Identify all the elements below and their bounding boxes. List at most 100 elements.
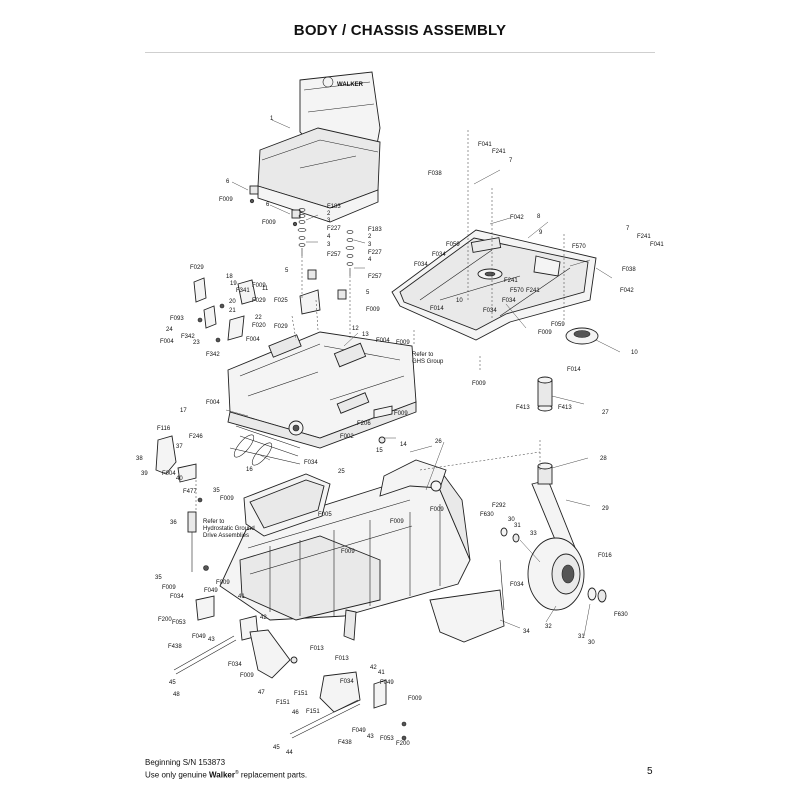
- callout-label: F009: [394, 411, 408, 417]
- callout-label: 30: [508, 517, 515, 523]
- callout-label: F034: [432, 252, 446, 258]
- callout-label: F014: [430, 306, 444, 312]
- assembly-guide-lines: [195, 256, 541, 510]
- callout-label: F413: [558, 405, 572, 411]
- callout-label: 44: [286, 750, 293, 756]
- callout-label: F004: [160, 339, 174, 345]
- callout-label: 11: [262, 286, 269, 292]
- callout-label: F009: [262, 220, 276, 226]
- registered-mark: ®: [234, 770, 239, 776]
- nut: [249, 198, 255, 204]
- callout-label: 38: [136, 456, 143, 462]
- callout-label: 37: [176, 444, 183, 450]
- callout-label: 4: [327, 234, 331, 240]
- callout-label: F020: [252, 323, 266, 329]
- callout-label: Refer to: [203, 519, 225, 525]
- callout-label: 29: [602, 506, 609, 512]
- callout-label: F009: [408, 696, 422, 702]
- callout-label: F151: [276, 700, 290, 706]
- callout-label: 5: [366, 290, 370, 296]
- callout-label: F002: [340, 434, 354, 440]
- callout-label: 32: [545, 624, 552, 630]
- callout-label: 10: [631, 350, 638, 356]
- callout-label: F034: [483, 308, 497, 314]
- callout-label: F227: [327, 226, 341, 232]
- callout-label: F029: [274, 324, 288, 330]
- callout-label: F009: [162, 585, 176, 591]
- callout-label: F630: [480, 512, 494, 518]
- callout-label: 3: [368, 242, 372, 248]
- callout-label: F292: [492, 503, 506, 509]
- callout-label: F034: [510, 582, 524, 588]
- callout-label: 5: [285, 268, 289, 274]
- genuine-parts-prefix: Use only genuine: [145, 770, 210, 780]
- callout-label: F477: [183, 489, 197, 495]
- callout-label: 3: [327, 242, 331, 248]
- callout-label: F438: [168, 644, 182, 650]
- seat-hardware-stack: [297, 208, 355, 276]
- callout-label: F053: [380, 736, 394, 742]
- callout-label: F009: [219, 197, 233, 203]
- callout-label: 45: [273, 745, 280, 751]
- callout-label: F342: [181, 334, 195, 340]
- callout-label: 16: [246, 467, 253, 473]
- callout-label: F009: [430, 507, 444, 513]
- callout-label: 10: [456, 298, 463, 304]
- callout-label: 24: [166, 327, 173, 333]
- callout-label: F009: [220, 496, 234, 502]
- callout-label: F009: [240, 673, 254, 679]
- callout-label: F014: [567, 367, 581, 373]
- pulley-illustration: [565, 327, 599, 345]
- callout-label: 17: [180, 408, 187, 414]
- seat-illustration: [257, 71, 381, 223]
- callout-label: F009: [341, 549, 355, 555]
- callout-label: 34: [523, 629, 530, 635]
- strap-illustration: [229, 434, 301, 466]
- callout-label: Hydrostatic Ground: [203, 526, 255, 532]
- callout-label: 22: [255, 315, 262, 321]
- callout-label: 45: [169, 680, 176, 686]
- callout-label: F093: [170, 316, 184, 322]
- footer-notes: Beginning S/N 153873 Use only genuine Wa…: [145, 758, 307, 781]
- deflector-illustration: [429, 559, 505, 643]
- callout-label: F042: [510, 215, 524, 221]
- callout-label: F041: [650, 242, 664, 248]
- callout-label: F413: [516, 405, 530, 411]
- callout-label: F438: [338, 740, 352, 746]
- callout-label: 1: [270, 116, 274, 122]
- callout-label: F241: [504, 278, 518, 284]
- callout-label: F049: [192, 634, 206, 640]
- title-divider: [145, 52, 655, 53]
- callout-label: F630: [614, 612, 628, 618]
- callout-label: F009: [216, 580, 230, 586]
- callout-label: 3: [327, 218, 331, 224]
- callout-label: 41: [378, 670, 385, 676]
- callout-label: F059: [446, 242, 460, 248]
- callout-label: 2: [368, 234, 372, 240]
- callout-label: Refer to: [412, 352, 434, 358]
- callout-label: F004: [162, 471, 176, 477]
- callout-label: F183: [327, 204, 341, 210]
- callout-label: 9: [539, 230, 543, 236]
- callout-label: F049: [204, 588, 218, 594]
- callout-label: F200: [396, 741, 410, 747]
- callout-label: F016: [598, 553, 612, 559]
- callout-label: F200: [158, 617, 172, 623]
- callout-label: F038: [428, 171, 442, 177]
- callout-label: F570: [572, 244, 586, 250]
- callout-label: 40: [176, 476, 183, 482]
- callout-label: F034: [340, 679, 354, 685]
- page-title: BODY / CHASSIS ASSEMBLY: [293, 22, 507, 39]
- main-chassis-illustration: [219, 459, 471, 641]
- callout-label: F151: [306, 709, 320, 715]
- callout-label: 12: [352, 326, 359, 332]
- callout-label: F009: [252, 283, 266, 289]
- callout-label: 20: [229, 299, 236, 305]
- callout-label: F257: [327, 252, 341, 258]
- leader-lines: [225, 119, 621, 637]
- seat-slide-frame-illustration: [391, 130, 597, 341]
- callout-label: 43: [208, 637, 215, 643]
- callout-label: F053: [172, 620, 186, 626]
- callout-label: F034: [228, 662, 242, 668]
- callout-label: F246: [189, 434, 203, 440]
